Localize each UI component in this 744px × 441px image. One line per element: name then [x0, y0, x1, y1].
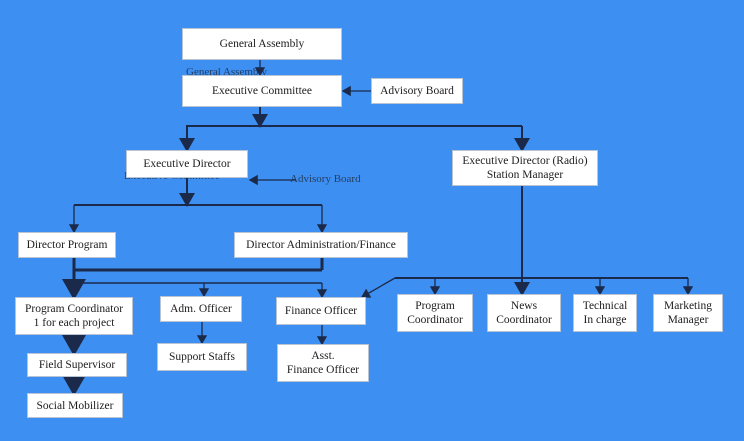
- node-finance-officer: Finance Officer: [276, 297, 366, 325]
- node-asst-finance-officer: Asst. Finance Officer: [277, 344, 369, 382]
- node-social-mobilizer: Social Mobilizer: [27, 393, 123, 418]
- node-support-staffs: Support Staffs: [157, 343, 247, 371]
- node-marketing-manager: Marketing Manager: [653, 294, 723, 332]
- node-director-program: Director Program: [18, 232, 116, 258]
- node-field-supervisor: Field Supervisor: [27, 353, 127, 377]
- node-program-coordinator: Program Coordinator: [397, 294, 473, 332]
- node-adm-officer: Adm. Officer: [160, 296, 242, 322]
- node-executive-committee: Executive Committee: [182, 75, 342, 107]
- node-news-coordinator: News Coordinator: [487, 294, 561, 332]
- node-technical-incharge: Technical In charge: [573, 294, 637, 332]
- node-program-coordinator-project: Program Coordinator 1 for each project: [15, 297, 133, 335]
- node-director-admin-finance: Director Administration/Finance: [234, 232, 408, 258]
- node-advisory-board: Advisory Board: [371, 78, 463, 104]
- node-executive-director-radio: Executive Director (Radio) Station Manag…: [452, 150, 598, 186]
- connector-20: [360, 277, 396, 298]
- node-executive-director: Executive Director: [126, 150, 248, 178]
- node-general-assembly: General Assembly: [182, 28, 342, 60]
- ghost-advisory-board: Advisory Board: [290, 173, 361, 185]
